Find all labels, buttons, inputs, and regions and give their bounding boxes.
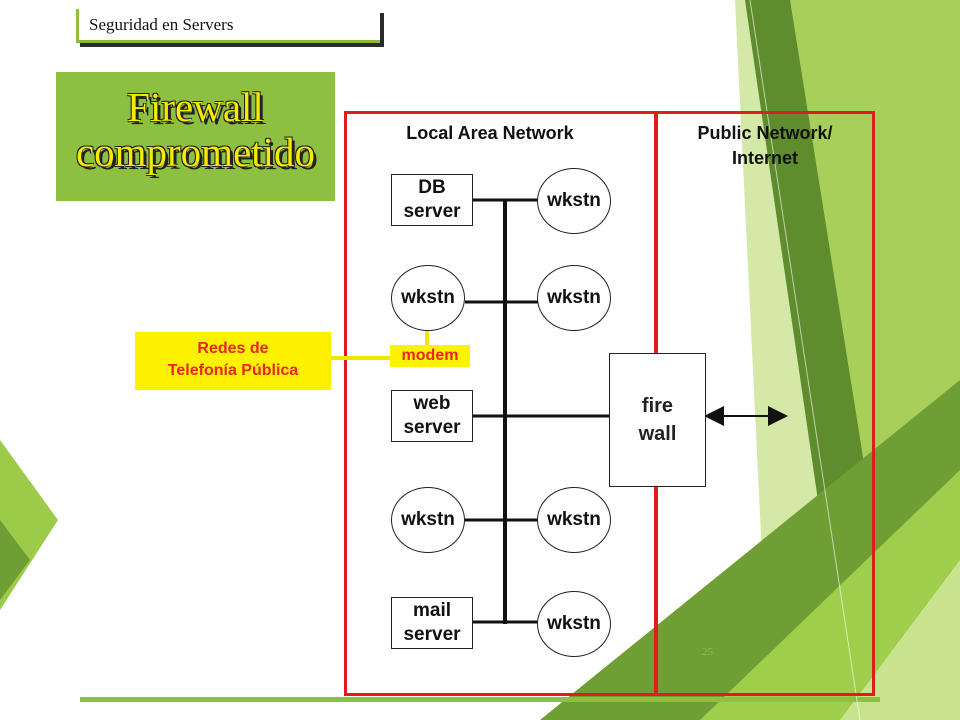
- workstation-4: wkstn: [391, 487, 465, 553]
- bg-triangle-pale: [840, 560, 960, 720]
- workstation-2: wkstn: [391, 265, 465, 331]
- firewall-box: fire wall: [609, 353, 706, 487]
- web-server-line-1: web: [413, 393, 451, 414]
- mail-server-line-2: server: [403, 624, 461, 645]
- workstation-6: wkstn: [537, 591, 611, 657]
- phone-network-line-2: Telefonía Pública: [167, 362, 299, 379]
- firewall-line-1: fire: [641, 395, 674, 417]
- title-line-1: Firewall: [127, 84, 264, 130]
- db-server-line-1: DB: [418, 177, 446, 198]
- web-server: web server: [391, 390, 473, 442]
- phone-network-line-1: Redes de: [197, 340, 269, 357]
- lan-label: Local Area Network: [406, 123, 574, 143]
- workstation-1: wkstn: [537, 168, 611, 234]
- db-server-line-2: server: [403, 201, 461, 222]
- public-label-line-1: Public Network/: [697, 123, 833, 143]
- bg-diagonal: [749, 0, 861, 720]
- mail-server-line-1: mail: [412, 600, 452, 621]
- firewall-line-2: wall: [638, 423, 677, 445]
- slide-header: Seguridad en Servers: [76, 9, 380, 43]
- workstation-3: wkstn: [537, 265, 611, 331]
- public-network-label: Public Network/ Internet: [660, 121, 870, 171]
- workstation-5: wkstn: [537, 487, 611, 553]
- page-number: 25: [702, 646, 713, 658]
- mail-server: mail server: [391, 597, 473, 649]
- public-label-line-2: Internet: [731, 148, 798, 168]
- public-phone-network: Redes de Telefonía Pública: [135, 332, 331, 390]
- bg-left-triangle-dark: [0, 520, 30, 600]
- modem-label: modem: [390, 345, 470, 367]
- title-line-2: comprometido: [75, 129, 316, 175]
- footer-line: [80, 697, 880, 702]
- slide-title: Firewall comprometido: [56, 72, 335, 201]
- web-server-line-2: server: [403, 417, 461, 438]
- db-server: DB server: [391, 174, 473, 226]
